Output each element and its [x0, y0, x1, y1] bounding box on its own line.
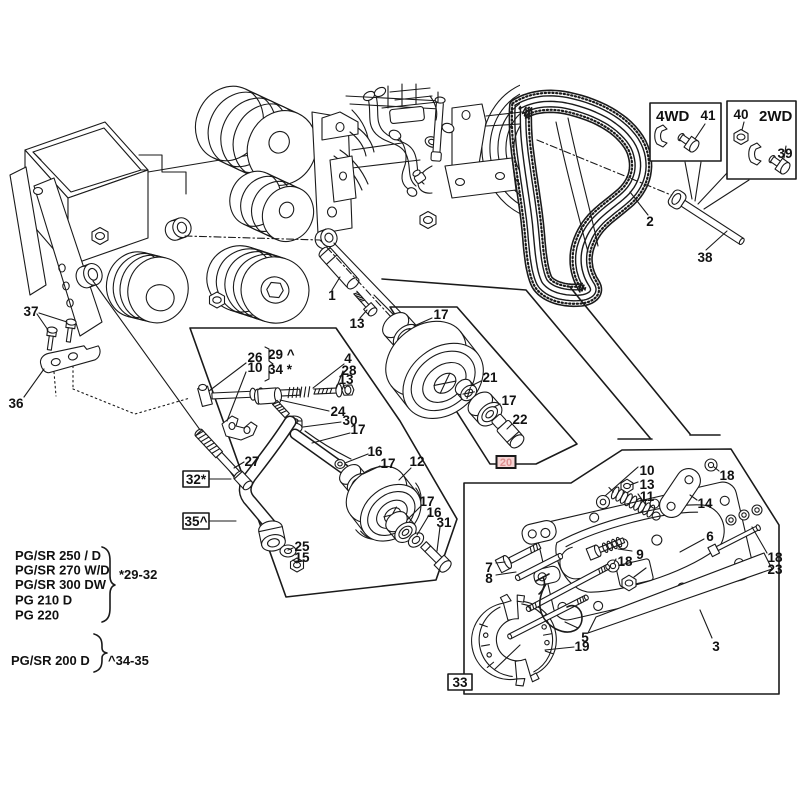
svg-text:9: 9: [636, 547, 644, 562]
svg-text:PG 220: PG 220: [15, 608, 59, 623]
svg-text:1: 1: [328, 288, 336, 303]
svg-text:36: 36: [8, 396, 24, 411]
svg-text:PG 210 D: PG 210 D: [15, 593, 72, 608]
svg-text:13: 13: [338, 372, 354, 387]
svg-text:22: 22: [512, 412, 527, 427]
svg-text:33: 33: [452, 675, 468, 690]
svg-text:18: 18: [719, 468, 735, 483]
svg-text:PG/SR 270 W/D: PG/SR 270 W/D: [15, 563, 110, 578]
svg-text:4WD: 4WD: [656, 108, 690, 125]
svg-text:34 *: 34 *: [268, 362, 293, 377]
svg-text:7: 7: [485, 560, 493, 575]
svg-text:29 ^: 29 ^: [268, 347, 295, 362]
svg-text:*29-32: *29-32: [119, 567, 157, 582]
svg-text:8: 8: [485, 571, 493, 586]
svg-text:17: 17: [350, 422, 365, 437]
svg-text:PG/SR 200 D: PG/SR 200 D: [11, 653, 90, 668]
svg-text:PG/SR 250 / D: PG/SR 250 / D: [15, 548, 101, 563]
svg-text:35^: 35^: [185, 514, 208, 529]
svg-text:40: 40: [733, 107, 748, 122]
svg-text:41: 41: [700, 108, 716, 123]
svg-text:32*: 32*: [186, 472, 207, 487]
svg-text:2: 2: [646, 214, 654, 229]
svg-text:24: 24: [330, 404, 346, 419]
svg-text:13: 13: [639, 477, 655, 492]
svg-text:28: 28: [341, 363, 357, 378]
svg-text:21: 21: [482, 370, 498, 385]
svg-text:15: 15: [294, 550, 310, 565]
svg-text:13: 13: [349, 316, 365, 331]
svg-text:14: 14: [697, 496, 713, 511]
svg-text:20: 20: [500, 457, 512, 469]
svg-text:2WD: 2WD: [759, 108, 793, 125]
svg-text:18: 18: [767, 550, 783, 565]
svg-text:PG/SR 300 DW: PG/SR 300 DW: [15, 577, 107, 592]
svg-text:17: 17: [501, 393, 516, 408]
svg-text:16: 16: [426, 505, 442, 520]
svg-text:^34-35: ^34-35: [108, 653, 149, 668]
svg-text:37: 37: [23, 304, 38, 319]
svg-text:11: 11: [640, 489, 655, 504]
svg-text:30: 30: [342, 413, 357, 428]
svg-text:19: 19: [574, 639, 589, 654]
svg-text:3: 3: [712, 639, 720, 654]
svg-text:17: 17: [380, 456, 395, 471]
svg-text:5: 5: [581, 630, 589, 645]
svg-text:4: 4: [344, 351, 352, 366]
svg-text:10: 10: [247, 360, 262, 375]
svg-text:17: 17: [433, 307, 448, 322]
svg-text:27: 27: [244, 454, 259, 469]
svg-text:38: 38: [697, 250, 713, 265]
svg-text:18: 18: [617, 554, 633, 569]
svg-text:25: 25: [294, 539, 310, 554]
svg-text:31: 31: [436, 515, 452, 530]
svg-text:17: 17: [419, 494, 434, 509]
svg-text:16: 16: [367, 444, 383, 459]
svg-text:12: 12: [409, 454, 424, 469]
svg-text:6: 6: [706, 529, 714, 544]
svg-text:26: 26: [247, 350, 263, 365]
svg-text:23: 23: [767, 562, 783, 577]
svg-text:10: 10: [639, 463, 654, 478]
